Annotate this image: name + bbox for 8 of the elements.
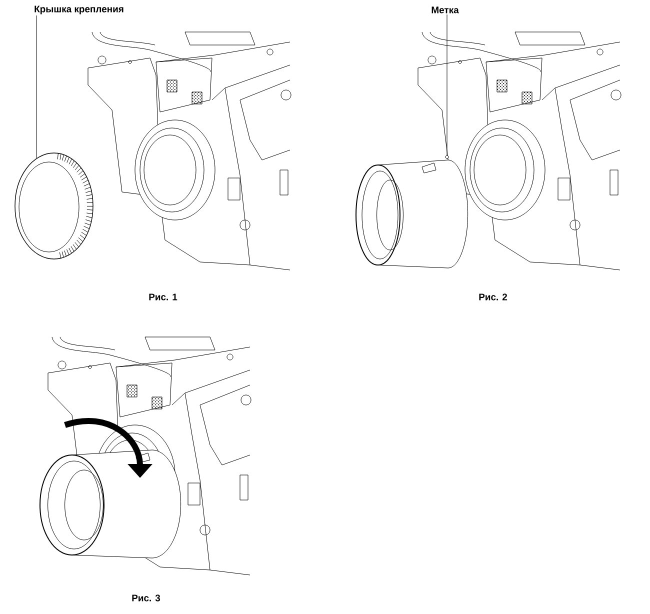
figure-label: Рис. 3	[132, 594, 160, 602]
callout-text: Метка	[432, 6, 459, 14]
figure-label: Рис. 1	[149, 294, 178, 300]
leader-line	[36, 15, 37, 158]
leader-line	[446, 14, 448, 156]
mount-cap	[14, 152, 94, 260]
figure-label: Рис. 2	[479, 294, 508, 300]
callout-text: Крышка крепления	[34, 6, 124, 14]
